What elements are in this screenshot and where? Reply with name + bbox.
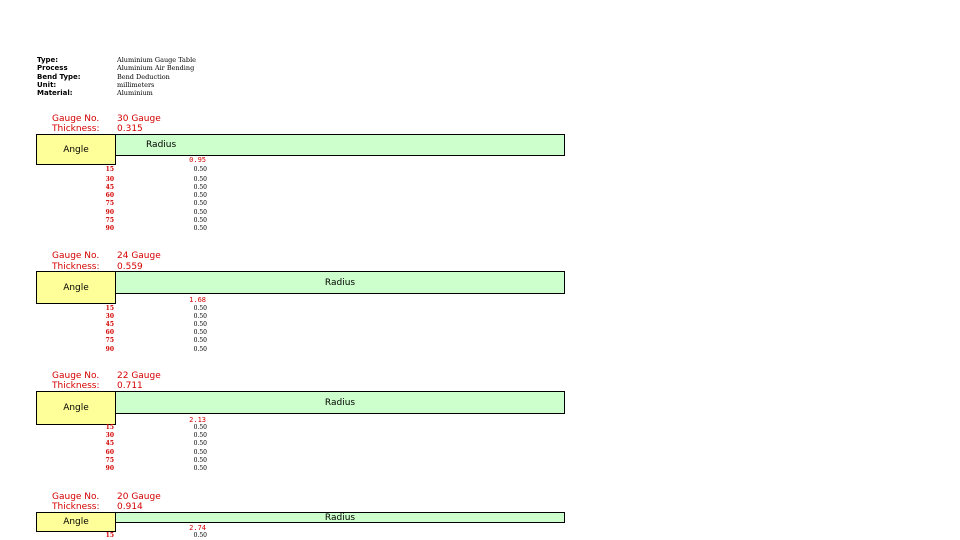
- angle-header: Angle: [36, 512, 116, 532]
- angle-cell: 75: [105, 200, 114, 207]
- angle-cell: 90: [105, 225, 114, 232]
- meta-value: Aluminium Air Bending: [117, 64, 195, 73]
- angle-cell: 90: [105, 465, 114, 472]
- radius-header: Radius: [115, 134, 565, 156]
- radius-header: Radius: [115, 391, 565, 414]
- radius-header: Radius: [115, 271, 565, 294]
- angle-cell: 45: [105, 440, 114, 447]
- radius-cell: 0.50: [193, 329, 207, 336]
- radius-cell: 0.50: [193, 346, 207, 353]
- radius-cell: 0.50: [193, 432, 207, 439]
- document-metadata: Type: Aluminium Gauge Table Process Alum…: [37, 56, 196, 97]
- radius-header: Radius: [115, 512, 565, 523]
- thickness-value: 0.315: [117, 124, 143, 134]
- radius-cell: 0.50: [193, 440, 207, 447]
- angle-cell: 75: [105, 457, 114, 464]
- angle-header: Angle: [36, 134, 116, 165]
- radius-cell: 0.50: [193, 532, 207, 539]
- angle-cell: 30: [105, 432, 114, 439]
- angle-cell: 30: [105, 313, 114, 320]
- gauge-value: 22 Gauge: [117, 371, 161, 381]
- meta-key: Unit:: [37, 80, 57, 89]
- angle-header: Angle: [36, 271, 116, 304]
- radius-cell: 0.50: [193, 176, 207, 183]
- k-value: 1.68: [189, 296, 206, 304]
- radius-cell: 0.50: [193, 313, 207, 320]
- angle-cell: 15: [105, 305, 114, 312]
- thickness-label: Thickness:: [52, 502, 100, 512]
- radius-cell: 0.50: [193, 184, 207, 191]
- angle-cell: 45: [105, 321, 114, 328]
- meta-row-material: Material: Aluminium: [37, 89, 196, 97]
- k-value: 0.95: [189, 156, 206, 164]
- angle-cell: 75: [105, 337, 114, 344]
- k-value: 2.74: [189, 524, 206, 532]
- radius-cell: 0.50: [193, 424, 207, 431]
- radius-cell: 0.50: [193, 321, 207, 328]
- meta-value: Aluminium Gauge Table: [117, 56, 197, 64]
- angle-cell: 15: [105, 532, 114, 539]
- radius-cell: 0.50: [193, 305, 207, 312]
- meta-key: Material:: [37, 89, 73, 98]
- radius-cell: 0.50: [193, 166, 207, 173]
- angle-cell: 15: [105, 424, 114, 431]
- gauge-no-label: Gauge No.: [52, 371, 100, 381]
- meta-row-type: Type: Aluminium Gauge Table: [37, 56, 196, 64]
- meta-key: Bend Type:: [37, 72, 81, 81]
- angle-cell: 75: [105, 217, 114, 224]
- radius-cell: 0.50: [193, 225, 207, 232]
- meta-key: Process: [37, 64, 68, 73]
- meta-value: Bend Deduction: [117, 72, 170, 81]
- angle-cell: 15: [105, 166, 114, 173]
- angle-cell: 45: [105, 184, 114, 191]
- radius-cell: 0.50: [193, 457, 207, 464]
- angle-cell: 90: [105, 346, 114, 353]
- angle-cell: 60: [105, 192, 114, 199]
- thickness-label: Thickness:: [52, 124, 100, 134]
- meta-row-unit: Unit: millimeters: [37, 81, 196, 89]
- gauge-no-label: Gauge No.: [52, 492, 100, 502]
- radius-cell: 0.50: [193, 337, 207, 344]
- angle-cell: 60: [105, 449, 114, 456]
- k-value: 2.13: [189, 416, 206, 424]
- thickness-value: 0.914: [117, 502, 143, 512]
- angle-header: Angle: [36, 391, 116, 425]
- radius-cell: 0.50: [193, 449, 207, 456]
- thickness-label: Thickness:: [52, 381, 100, 391]
- radius-cell: 0.50: [193, 200, 207, 207]
- radius-cell: 0.50: [193, 209, 207, 216]
- gauge-no-label: Gauge No.: [52, 251, 100, 261]
- gauge-value: 20 Gauge: [117, 492, 161, 502]
- radius-cell: 0.50: [193, 192, 207, 199]
- thickness-value: 0.711: [117, 381, 143, 391]
- radius-cell: 0.50: [193, 465, 207, 472]
- angle-cell: 60: [105, 329, 114, 336]
- meta-row-process: Process Aluminium Air Bending: [37, 64, 196, 72]
- thickness-value: 0.559: [117, 262, 143, 272]
- gauge-value: 30 Gauge: [117, 114, 161, 124]
- meta-value: millimeters: [117, 80, 155, 89]
- radius-cell: 0.50: [193, 217, 207, 224]
- gauge-value: 24 Gauge: [117, 251, 161, 261]
- angle-cell: 90: [105, 209, 114, 216]
- meta-row-bend-type: Bend Type: Bend Deduction: [37, 73, 196, 81]
- meta-value: Aluminium: [117, 89, 153, 98]
- thickness-label: Thickness:: [52, 262, 100, 272]
- gauge-no-label: Gauge No.: [52, 114, 100, 124]
- meta-key: Type:: [37, 56, 59, 64]
- angle-cell: 30: [105, 176, 114, 183]
